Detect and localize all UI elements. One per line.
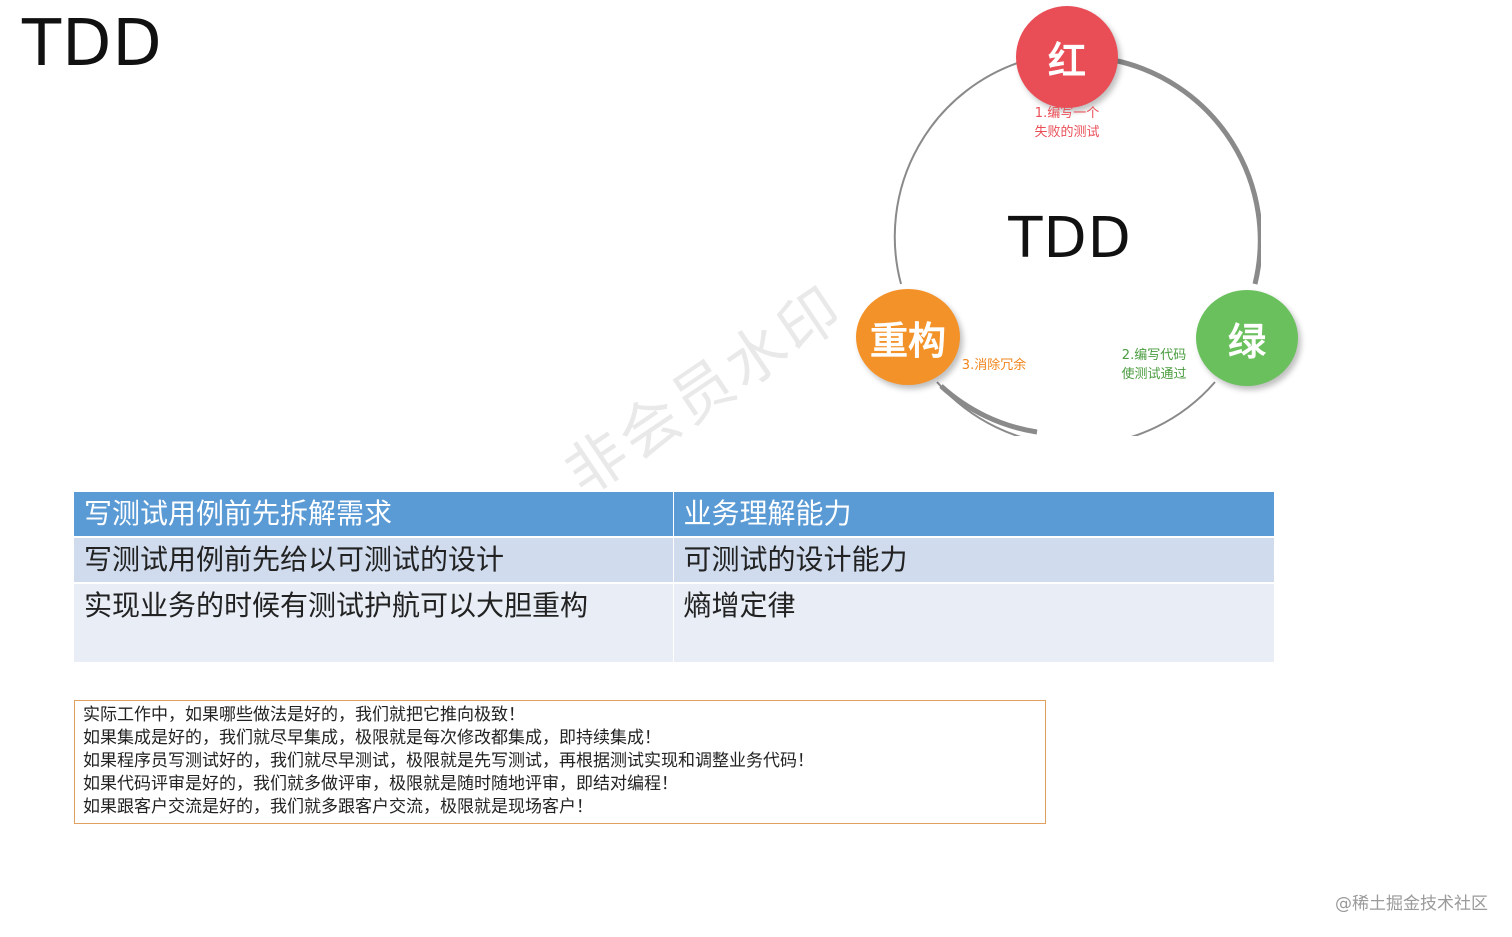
practice-ability-table: 写测试用例前先拆解需求 业务理解能力 写测试用例前先给以可测试的设计 可测试的设…	[74, 492, 1275, 662]
note-line: 如果集成是好的，我们就尽早集成，极限就是每次修改都集成，即持续集成！	[83, 728, 661, 748]
note-line: 如果代码评审是好的，我们就多做评审，极限就是随时随地评审，即结对编程！	[83, 774, 678, 794]
table-header-row: 写测试用例前先拆解需求 业务理解能力	[74, 492, 1275, 537]
table-cell: 可测试的设计能力	[673, 536, 1275, 583]
green-step-label: 2.编写代码 使测试通过	[1121, 348, 1187, 382]
table-row: 实现业务的时候有测试护航可以大胆重构 熵增定律	[74, 582, 1275, 662]
refactor-node: 重构	[856, 289, 960, 385]
cycle-center-label: TDD	[1008, 206, 1132, 271]
table-cell: 实现业务的时候有测试护航可以大胆重构	[74, 582, 674, 662]
footer-credit: @稀土掘金技术社区	[1335, 894, 1488, 914]
page-title: TDD	[22, 7, 163, 81]
red-node: 红	[1016, 6, 1118, 108]
ring-arc-bottom-thick	[939, 384, 1038, 435]
table-row: 写测试用例前先给以可测试的设计 可测试的设计能力	[74, 536, 1275, 583]
extreme-practice-note: 实际工作中，如果哪些做法是好的，我们就把它推向极致！ 如果集成是好的，我们就尽早…	[74, 700, 1046, 824]
table-cell: 写测试用例前先给以可测试的设计	[74, 536, 674, 583]
cycle-ring-svg	[893, 57, 1261, 436]
ring-arc-right	[1112, 57, 1261, 285]
cycle-ring	[877, 52, 1261, 436]
green-node: 绿	[1196, 290, 1298, 386]
note-line: 实际工作中，如果哪些做法是好的，我们就把它推向极致！	[83, 705, 525, 725]
table-header-cell: 写测试用例前先拆解需求	[74, 492, 674, 537]
note-line: 如果跟客户交流是好的，我们就多跟客户交流，极限就是现场客户！	[83, 797, 593, 817]
red-step-label: 1.编写一个 失败的测试	[1034, 106, 1100, 140]
note-line: 如果程序员写测试好的，我们就尽早测试，极限就是先写测试，再根据测试实现和调整业务…	[83, 751, 814, 771]
table-cell: 熵增定律	[673, 582, 1275, 662]
ring-arc-bottom-thin	[936, 381, 1216, 436]
tdd-cycle-diagram: 红 1.编写一个 失败的测试 TDD 重构 3.消除冗余 绿 2.编写代码 使测…	[856, 6, 1298, 436]
refactor-step-label: 3.消除冗余	[961, 358, 1027, 373]
ring-arc-left	[893, 59, 1028, 285]
table-header-cell: 业务理解能力	[673, 492, 1275, 537]
